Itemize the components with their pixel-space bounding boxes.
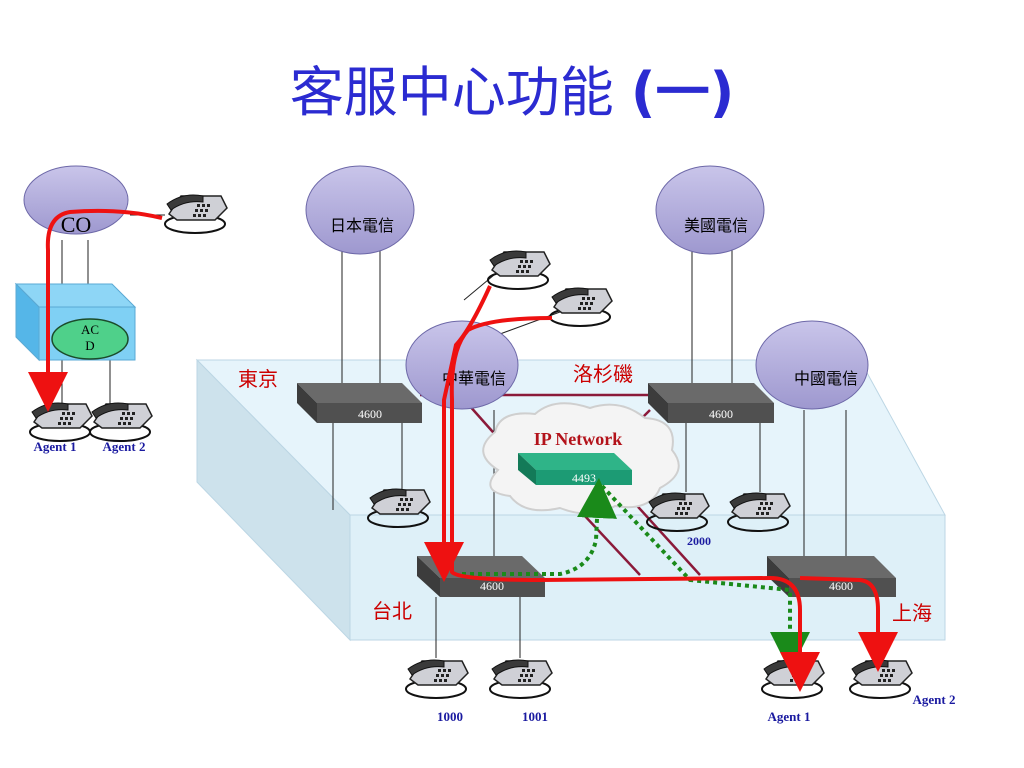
- switch-tokyo: 4600: [297, 383, 422, 423]
- switch-ip-label: 4493: [572, 471, 596, 485]
- switch-la-label: 4600: [709, 407, 733, 421]
- cloud-usa: 美國電信: [655, 165, 765, 255]
- co-agent2-label: Agent 2: [103, 439, 146, 454]
- cloud-co: CO: [23, 165, 129, 237]
- ip-network-label: IP Network: [534, 429, 623, 449]
- china-telecom-label: 中國電信: [794, 369, 858, 388]
- data-path: [462, 478, 810, 672]
- switch-taipei-label: 4600: [480, 579, 504, 593]
- switch-ip: 4493: [518, 453, 632, 485]
- call-paths: [28, 208, 898, 692]
- usa-telecom-label: 美國電信: [684, 216, 748, 235]
- cloud-chunghwa: 中華電信: [405, 320, 519, 410]
- co-label: CO: [61, 212, 92, 237]
- phone-1000-icon: [405, 659, 469, 699]
- japan-telecom-label: 日本電信: [330, 216, 394, 235]
- city-tokyo-label: 東京: [238, 367, 278, 391]
- page-title: 客服中心功能 (一): [0, 48, 1024, 127]
- sh-agent2-label: Agent 2: [913, 692, 956, 707]
- switch-shanghai-label: 4600: [829, 579, 853, 593]
- phone-caller2-icon: [549, 287, 613, 327]
- title-paren: (一): [630, 61, 735, 124]
- switch-la: 4600: [648, 383, 774, 423]
- ext-1000-label: 1000: [437, 709, 463, 724]
- city-la-label: 洛杉磯: [573, 362, 633, 386]
- title-text: 客服中心功能: [289, 61, 614, 124]
- cloud-china: 中國電信: [755, 320, 869, 410]
- ext-2000-label: 2000: [687, 534, 711, 548]
- city-taipei-label: 台北: [372, 599, 412, 623]
- co-agent1-label: Agent 1: [34, 439, 77, 454]
- phone-co-agent2-icon: [89, 402, 153, 442]
- phone-co-icon: [164, 194, 228, 234]
- phone-co-agent1-icon: [29, 402, 93, 442]
- cloud-japan: 日本電信: [305, 165, 415, 255]
- phone-sh-agent2-icon: [849, 659, 913, 699]
- city-shanghai-label: 上海: [892, 601, 932, 625]
- ext-1001-label: 1001: [522, 709, 548, 724]
- acd-label-line1: AC: [81, 322, 99, 337]
- switch-tokyo-label: 4600: [358, 407, 382, 421]
- chunghwa-telecom-label: 中華電信: [442, 369, 506, 388]
- phone-sh-agent1-icon: [761, 659, 825, 699]
- acd-box: AC D: [14, 282, 137, 362]
- phone-caller1-icon: [487, 250, 551, 290]
- sh-agent1-label: Agent 1: [768, 709, 811, 724]
- acd-label-line2: D: [85, 338, 94, 353]
- phone-1001-icon: [489, 659, 553, 699]
